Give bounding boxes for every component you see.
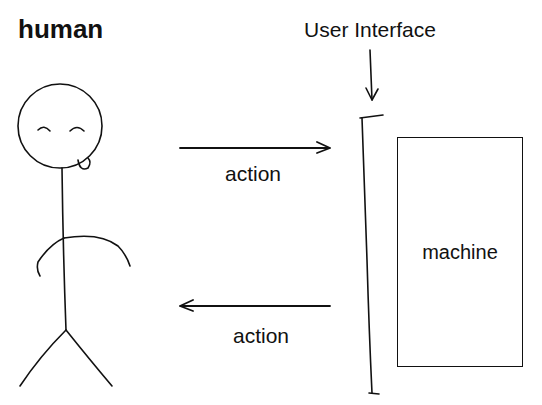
interface-line [362, 118, 372, 393]
leader-arrowhead [366, 88, 378, 100]
leader-arrow [370, 50, 372, 100]
human-arm [64, 236, 130, 266]
human-eye [70, 128, 84, 132]
human-mouth [78, 158, 90, 169]
machine-box: machine [397, 137, 523, 367]
human-leg [66, 330, 112, 386]
human-eye [38, 127, 50, 131]
human-head [18, 84, 102, 168]
human-body [62, 168, 66, 330]
interface-tick [360, 115, 383, 118]
human-leg [20, 330, 66, 386]
action-arrow [180, 142, 330, 153]
human-arm [37, 238, 64, 276]
action-arrow [180, 300, 330, 311]
arrow-line [180, 300, 330, 311]
actor-figure: human [10, 12, 180, 392]
arrow-line [180, 142, 330, 153]
edge-label: action [225, 162, 281, 186]
node-heading: human [18, 14, 103, 45]
node-heading: User Interface [275, 18, 465, 42]
box-label: machine [422, 241, 498, 264]
interface-boundary: User Interface [330, 18, 390, 396]
edge-label: action [233, 324, 289, 348]
interface-tick [369, 393, 379, 394]
